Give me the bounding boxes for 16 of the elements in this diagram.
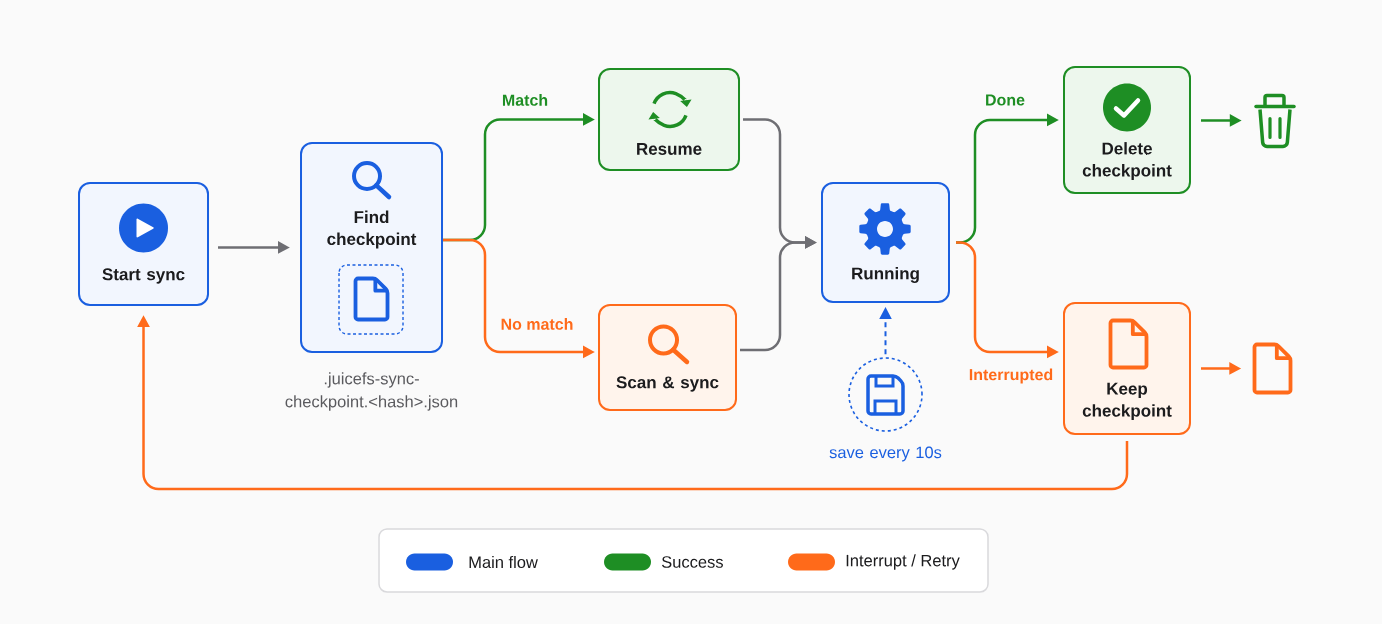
process-box: Find checkpoint bbox=[300, 142, 443, 353]
trash-icon bbox=[1254, 93, 1296, 149]
node-label: save every 10s bbox=[829, 446, 942, 462]
edge-label: Match bbox=[499, 92, 551, 108]
edge-label: No match bbox=[498, 316, 576, 332]
process-box: Resume bbox=[598, 68, 740, 171]
node-label: .juicefs-sync-checkpoint.<hash>.json bbox=[285, 372, 458, 411]
edge-label: Done bbox=[983, 92, 1027, 108]
legend-label: Main flow bbox=[469, 555, 538, 569]
legend-label: Success bbox=[661, 556, 723, 568]
dashed-circle bbox=[848, 357, 923, 432]
legend-label: Interrupt / Retry bbox=[846, 554, 960, 570]
process-box: Scan & sync bbox=[598, 304, 737, 411]
process-box: Keep checkpoint bbox=[1063, 302, 1191, 435]
file-icon bbox=[1252, 342, 1293, 395]
process-box: Running bbox=[821, 182, 950, 303]
